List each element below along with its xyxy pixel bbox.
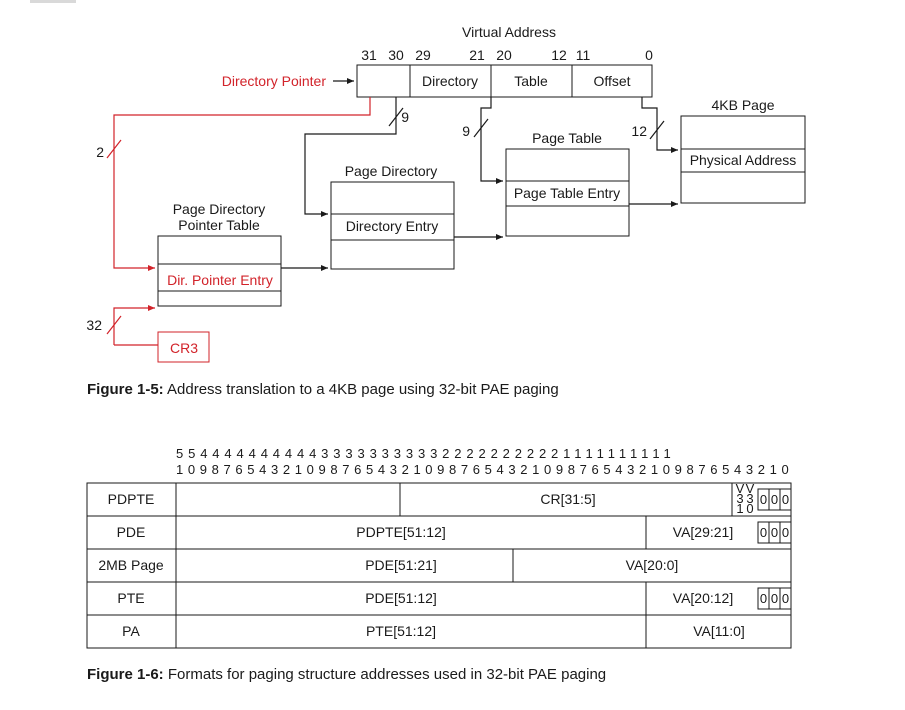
row-label-pde: PDE — [117, 524, 146, 540]
va-field-directory: Directory — [422, 73, 478, 89]
width-slash-2 — [106, 139, 122, 159]
page-table — [505, 148, 630, 237]
width-slash-12 — [649, 120, 665, 140]
pt-entry-label: Page Table Entry — [514, 185, 620, 201]
width-label-9b: 9 — [462, 123, 470, 139]
bit-label-20: 20 — [496, 47, 512, 63]
width-label-12: 12 — [631, 123, 647, 139]
pte-zero-1: 0 — [760, 591, 767, 606]
bit-label-12: 12 — [551, 47, 567, 63]
bit-label-21: 21 — [469, 47, 485, 63]
format-table — [86, 482, 792, 649]
pdpt-entry-label: Dir. Pointer Entry — [167, 272, 273, 288]
width-slash-32 — [106, 315, 122, 335]
pde-field-pdpte: PDPTE[51:12] — [356, 524, 446, 540]
va-field-offset: Offset — [593, 73, 630, 89]
pte-field-pde: PDE[51:12] — [365, 590, 437, 606]
pd-entry-label: Directory Entry — [346, 218, 439, 234]
row-label-pte: PTE — [117, 590, 144, 606]
bit-index-tens: 5544444444443333333333222222222211111111… — [176, 446, 671, 461]
directory-pointer-label: Directory Pointer — [222, 73, 327, 89]
width-slash-9b — [473, 118, 489, 138]
virtual-address-register — [356, 64, 653, 98]
pdpte-vbit-3a: 3 — [736, 491, 743, 506]
width-label-32: 32 — [86, 317, 102, 333]
row-label-pa: PA — [122, 623, 140, 639]
pd-title: Page Directory — [345, 163, 438, 179]
pdpt-title-line2: Pointer Table — [178, 217, 260, 233]
bit-label-31: 31 — [361, 47, 377, 63]
bit-label-11: 11 — [576, 47, 591, 63]
top-edge-strip — [30, 0, 76, 3]
pde-zero-1: 0 — [760, 525, 767, 540]
pde-zero-bits — [757, 521, 792, 544]
2mb-field-pde: PDE[51:21] — [365, 557, 437, 573]
virtual-address-title: Virtual Address — [462, 24, 556, 40]
width-label-9a: 9 — [401, 109, 409, 125]
pdpt-title-line1: Page Directory — [173, 201, 266, 217]
pte-zero-bits — [757, 587, 792, 610]
directory-index-path — [304, 97, 397, 217]
pa-field-va: VA[11:0] — [693, 623, 745, 639]
width-label-2: 2 — [96, 144, 104, 160]
bit-label-0: 0 — [645, 47, 653, 63]
four-kb-page — [680, 115, 806, 204]
pa-field-pte: PTE[51:12] — [366, 623, 436, 639]
pde-zero-3: 0 — [782, 525, 789, 540]
figure-1-6-caption-text: Formats for paging structure addresses u… — [167, 666, 607, 683]
pte-zero-2: 0 — [771, 591, 778, 606]
cr3-path — [113, 305, 155, 345]
pdpte-vbit-v1: V — [736, 481, 745, 496]
pdpte-vbit-v2: V — [746, 481, 755, 496]
row-label-pdpte: PDPTE — [108, 491, 155, 507]
pdpte-field-cr: CR[31:5] — [540, 491, 595, 507]
pdpte-zero-bits — [757, 488, 792, 511]
figure-1-6-caption-label: Figure 1-6: — [87, 666, 164, 683]
figure-1-5-caption-text: Address translation to a 4KB page using … — [167, 381, 559, 398]
pdpte-vbit-3b: 3 — [746, 491, 753, 506]
figure-1-6-caption: Figure 1-6: Formats for paging structure… — [87, 666, 606, 683]
cr3-label: CR3 — [170, 340, 198, 356]
pde-field-va: VA[29:21] — [673, 524, 733, 540]
bit-index-ones: 1098765432109876543210987654321098765432… — [176, 462, 789, 477]
pt-title: Page Table — [532, 130, 602, 146]
page-directory — [330, 181, 455, 270]
pdpte-vbit-1: 1 — [736, 501, 743, 516]
bit-label-30: 30 — [388, 47, 404, 63]
pte-field-va: VA[20:12] — [673, 590, 733, 606]
figure-1-5: Virtual Address 31 30 29 21 20 12 11 0 D… — [86, 24, 806, 363]
page-entry-label: Physical Address — [690, 152, 797, 168]
bit-label-29: 29 — [415, 47, 431, 63]
row-label-2mb-page: 2MB Page — [98, 557, 164, 573]
offset-path — [641, 97, 678, 153]
dir-pointer-path — [113, 97, 371, 271]
table-index-path — [480, 97, 503, 184]
pdpte-zero-3: 0 — [782, 492, 789, 507]
pdpte-zero-2: 0 — [771, 492, 778, 507]
cr3-register — [157, 331, 210, 363]
page-title: 4KB Page — [711, 97, 774, 113]
pde-zero-2: 0 — [771, 525, 778, 540]
va-field-table: Table — [514, 73, 548, 89]
figure-1-6: 5544444444443333333333222222222211111111… — [86, 446, 792, 649]
pdpte-vbit-0: 0 — [746, 501, 753, 516]
width-slash-9a — [388, 107, 404, 127]
pte-zero-3: 0 — [782, 591, 789, 606]
2mb-field-va: VA[20:0] — [626, 557, 679, 573]
pdpt-table — [157, 235, 282, 307]
figure-1-5-caption-label: Figure 1-5: — [87, 381, 164, 398]
pdpte-zero-1: 0 — [760, 492, 767, 507]
figure-1-5-caption: Figure 1-5: Address translation to a 4KB… — [87, 381, 559, 398]
